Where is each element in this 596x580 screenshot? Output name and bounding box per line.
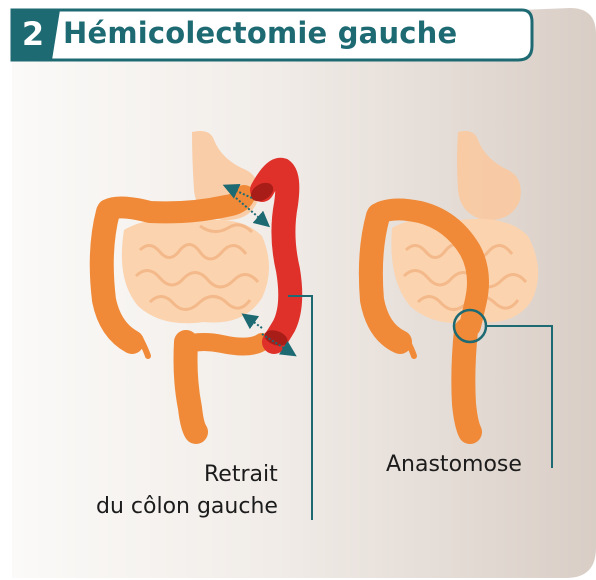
- anastomosis-label: Anastomose: [386, 452, 522, 477]
- page-title: Hémicolectomie gauche: [63, 16, 457, 50]
- rectum-left: [186, 342, 197, 432]
- rectum-right: [463, 330, 470, 432]
- removal-label-line2: du côlon gauche: [96, 494, 278, 519]
- step-number-badge: 2: [13, 14, 53, 54]
- removal-label-line1: Retrait: [204, 462, 278, 487]
